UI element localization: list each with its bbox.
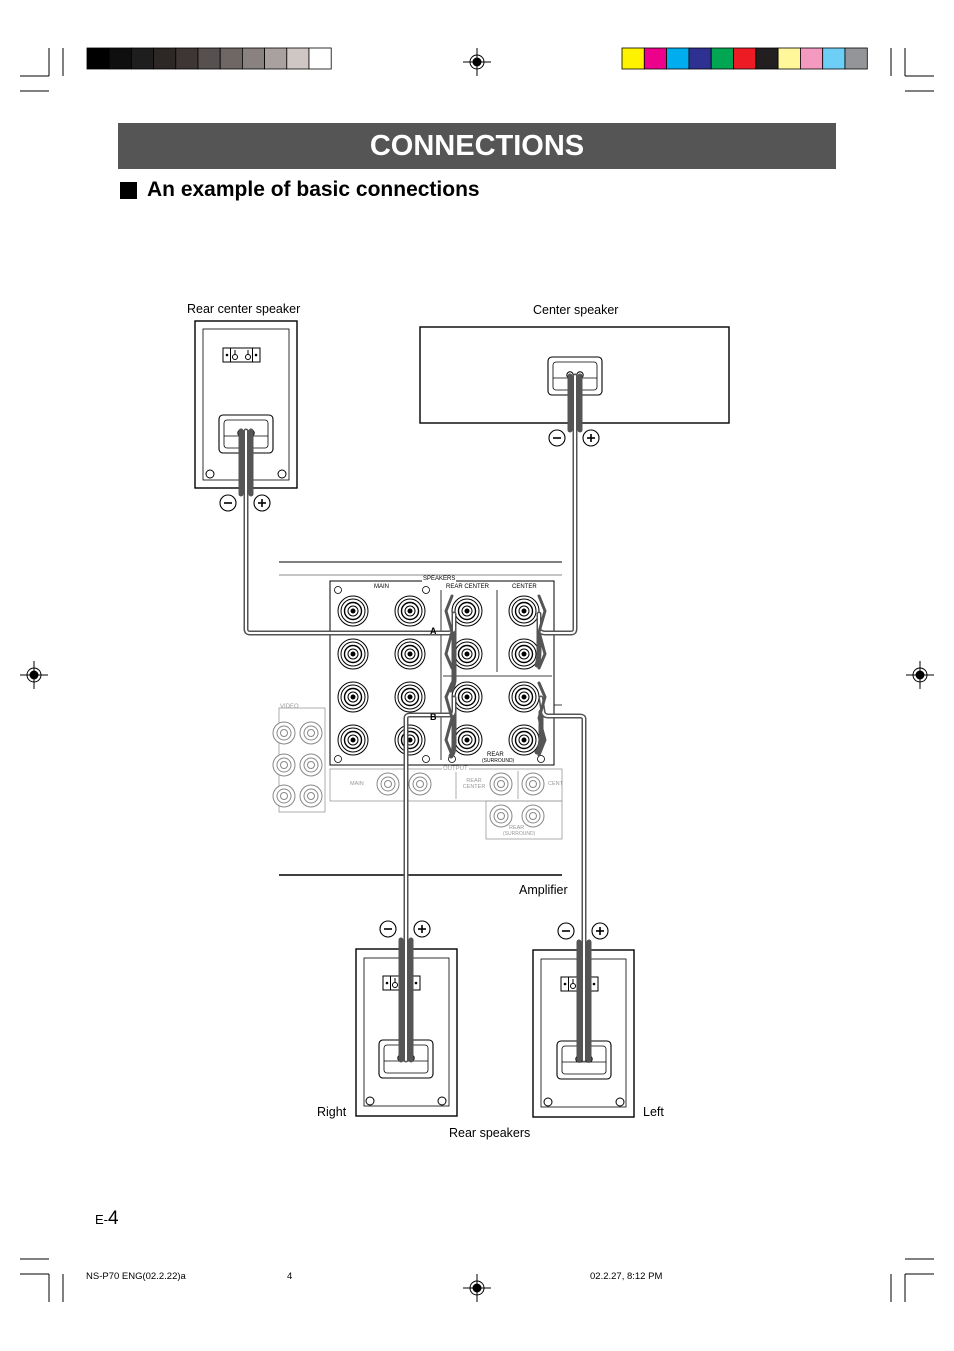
output-main-label: MAIN xyxy=(350,781,364,787)
page-number-value: 4 xyxy=(108,1208,119,1229)
gray-scale-bar xyxy=(86,47,332,70)
panel-a-label: A xyxy=(430,626,437,636)
output-rear-label: REAR xyxy=(509,825,525,831)
minus-icon xyxy=(379,920,397,938)
center-speaker-label: Center speaker xyxy=(533,303,619,317)
panel-video-label: VIDEO xyxy=(280,704,299,710)
panel-surround-label: (SURROUND) xyxy=(482,758,515,764)
section-heading-text: An example of basic connections xyxy=(147,178,480,201)
rear-speakers-label: Rear speakers xyxy=(449,1126,531,1140)
footer-timestamp: 02.2.27, 8:12 PM xyxy=(590,1271,663,1282)
left-speaker-label: Left xyxy=(643,1105,664,1119)
color-swatch xyxy=(844,47,868,70)
rear-center-speaker-label: Rear center speaker xyxy=(187,302,301,316)
gray-swatch xyxy=(308,47,332,70)
panel-b-label: B xyxy=(430,712,437,722)
speaker-cables xyxy=(238,373,592,1063)
output-rear-center-label: REAR CENTER xyxy=(462,778,486,790)
section-heading: An example of basic connections xyxy=(118,176,480,204)
color-bar xyxy=(621,47,868,70)
plus-icon xyxy=(582,429,600,447)
square-bullet-icon xyxy=(120,181,137,199)
amplifier-panel xyxy=(272,561,563,876)
footer-sheet-number: 4 xyxy=(287,1271,293,1282)
panel-main-label: MAIN xyxy=(374,584,389,590)
output-surround-label: (SURROUND) xyxy=(503,831,536,837)
panel-rear-label: REAR xyxy=(487,752,504,758)
plus-icon xyxy=(413,920,431,938)
right-speaker-label: Right xyxy=(317,1105,347,1119)
panel-rear-center-label: REAR CENTER xyxy=(446,584,490,590)
registration-marks xyxy=(20,48,934,1302)
panel-speakers-label: SPEAKERS xyxy=(422,576,457,582)
output-cent-label: CENT xyxy=(548,781,563,787)
minus-icon xyxy=(557,922,575,940)
minus-icon xyxy=(548,429,566,447)
panel-output-label: OUTPUT xyxy=(442,766,469,772)
page-number: E-4 xyxy=(95,1208,119,1230)
amplifier-label: Amplifier xyxy=(519,883,568,897)
page-title: CONNECTIONS xyxy=(118,123,836,169)
page-prefix: E- xyxy=(95,1212,108,1227)
panel-center-label: CENTER xyxy=(512,584,537,590)
plus-icon xyxy=(591,922,609,940)
minus-icon xyxy=(219,494,237,512)
footer-file-name: NS-P70 ENG(02.2.22)a xyxy=(86,1271,186,1282)
plus-icon xyxy=(253,494,271,512)
